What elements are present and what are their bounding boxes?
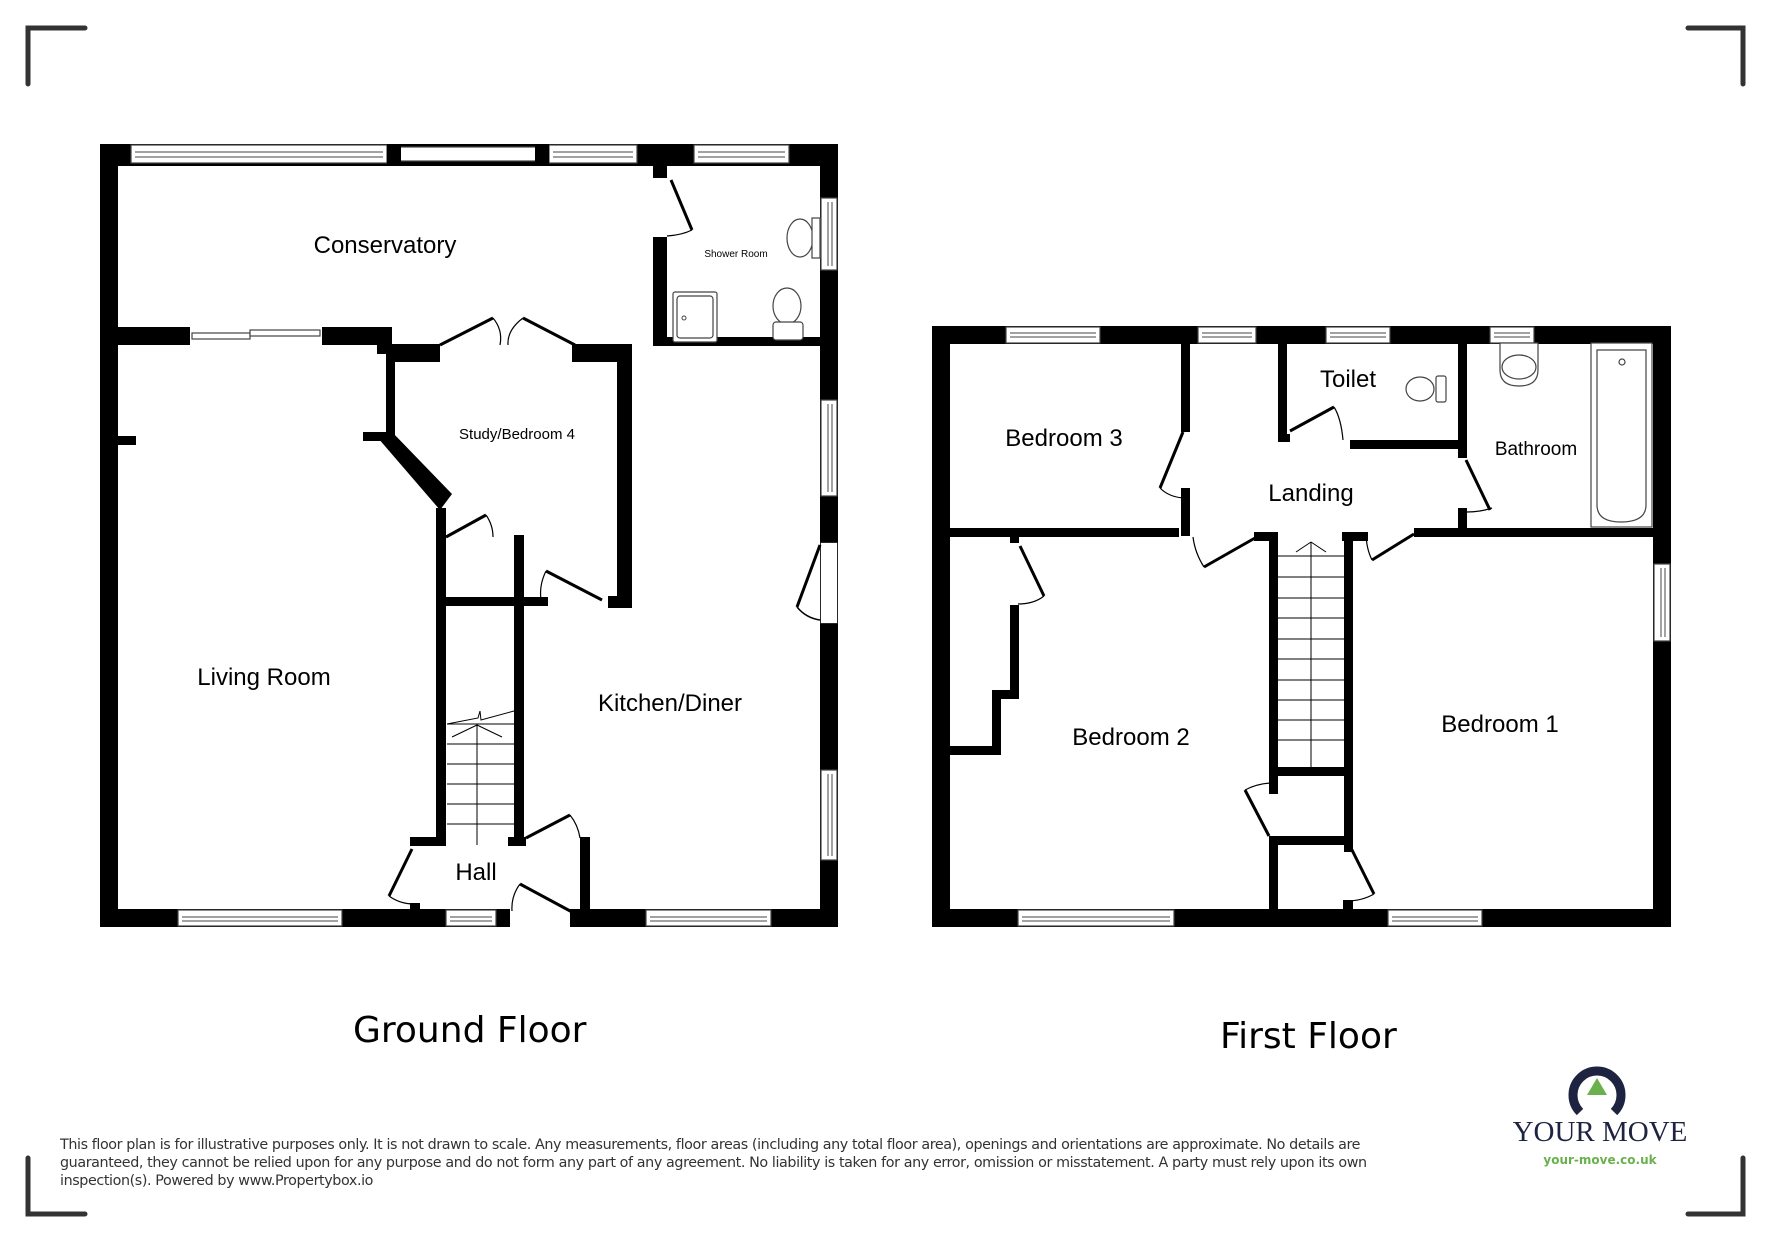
room-label-toilet: Toilet xyxy=(1320,366,1376,393)
room-label-bathroom: Bathroom xyxy=(1495,439,1577,460)
ground-floor-title: Ground Floor xyxy=(353,1010,587,1051)
room-label-bedroom-1: Bedroom 1 xyxy=(1441,711,1558,738)
room-label-bedroom-2: Bedroom 2 xyxy=(1072,724,1189,751)
your-move-logo-mark xyxy=(1568,1066,1626,1116)
room-label-landing: Landing xyxy=(1268,480,1353,507)
room-label-study-bedroom-4: Study/Bedroom 4 xyxy=(459,426,575,443)
room-label-shower-room: Shower Room xyxy=(704,249,767,260)
logo-brand-name: YOUR MOVE xyxy=(1512,1116,1688,1148)
ground-floor-labels: Conservatory Shower Room Study/Bedroom 4… xyxy=(197,232,767,886)
room-label-bedroom-3: Bedroom 3 xyxy=(1005,425,1122,452)
logo-url: your-move.co.uk xyxy=(1543,1153,1657,1167)
first-floor-labels: Bedroom 3 Toilet Bathroom Landing Bedroo… xyxy=(1005,366,1577,751)
room-label-conservatory: Conservatory xyxy=(314,232,457,259)
your-move-logo: YOUR MOVE your-move.co.uk xyxy=(1505,1112,1695,1167)
room-label-kitchen-diner: Kitchen/Diner xyxy=(598,690,742,717)
disclaimer-text: This floor plan is for illustrative purp… xyxy=(60,1137,1367,1189)
corner-marks xyxy=(25,25,1746,1217)
room-label-living-room: Living Room xyxy=(197,664,330,691)
first-floor-plan xyxy=(932,326,1671,927)
ground-floor-plan xyxy=(100,144,838,927)
room-label-hall: Hall xyxy=(455,859,496,886)
first-floor-title: First Floor xyxy=(1220,1016,1397,1057)
